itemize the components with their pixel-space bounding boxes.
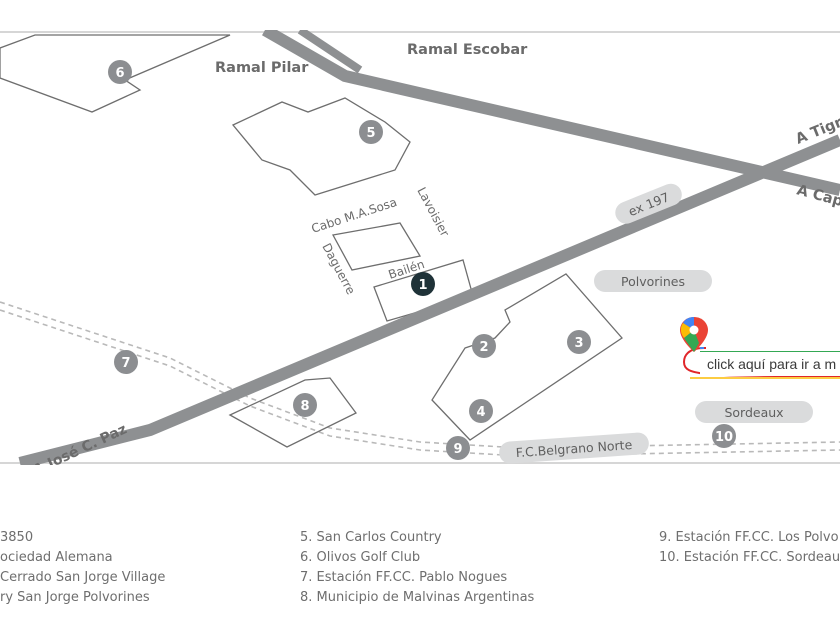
pill-sordeaux: Sordeaux bbox=[695, 401, 813, 423]
marker-10-label: 10 bbox=[715, 430, 733, 445]
marker-7-label: 7 bbox=[121, 356, 130, 371]
marker-8[interactable]: 8 bbox=[293, 393, 317, 417]
google-maps-link-text: click aquí para ir a m bbox=[707, 356, 836, 372]
map-legend: 3850 ociedad Alemana Cerrado San Jorge V… bbox=[0, 528, 840, 628]
pill-polvorines-label: Polvorines bbox=[621, 274, 685, 289]
marker-1[interactable]: 1 bbox=[411, 272, 435, 296]
marker-10[interactable]: 10 bbox=[712, 424, 736, 448]
parcel-5 bbox=[231, 97, 411, 196]
marker-3-label: 3 bbox=[574, 336, 583, 351]
legend-item: 10. Estación FF.CC. Sordeau bbox=[659, 550, 840, 565]
legend-item: 9. Estación FF.CC. Los Polvo bbox=[659, 530, 839, 545]
legend-item: 3850 bbox=[0, 530, 34, 545]
top-bar bbox=[0, 0, 840, 30]
map-canvas: Ramal Pilar Ramal Escobar A Tigre A Cap … bbox=[0, 30, 840, 465]
google-maps-pin-icon bbox=[680, 317, 708, 352]
roads bbox=[18, 30, 840, 465]
legend-item: 8. Municipio de Malvinas Argentinas bbox=[300, 590, 535, 605]
pill-fc-belgrano: F.C.Belgrano Norte bbox=[499, 432, 649, 464]
parcel-2-3-4 bbox=[431, 273, 623, 441]
marker-6[interactable]: 6 bbox=[108, 60, 132, 84]
marker-9[interactable]: 9 bbox=[446, 436, 470, 460]
parcels bbox=[0, 34, 623, 448]
legend-item: 7. Estación FF.CC. Pablo Nogues bbox=[300, 570, 508, 585]
parcel-6 bbox=[0, 34, 231, 113]
legend-column-1: 3850 ociedad Alemana Cerrado San Jorge V… bbox=[0, 528, 165, 608]
road-ramal-escobar bbox=[262, 30, 840, 196]
label-ramal-pilar: Ramal Pilar bbox=[215, 60, 309, 76]
label-cabo-sosa: Cabo M.A.Sosa bbox=[310, 195, 399, 236]
marker-4-label: 4 bbox=[476, 405, 485, 420]
marker-6-label: 6 bbox=[115, 66, 124, 81]
legend-item: 6. Olivos Golf Club bbox=[300, 550, 421, 565]
legend-item: 5. San Carlos Country bbox=[300, 530, 442, 545]
location-map: Ramal Pilar Ramal Escobar A Tigre A Cap … bbox=[0, 30, 840, 465]
marker-7[interactable]: 7 bbox=[114, 350, 138, 374]
road-ramal-pilar bbox=[297, 30, 363, 74]
marker-2-label: 2 bbox=[479, 340, 488, 355]
legend-column-2: 5. San Carlos Country 6. Olivos Golf Clu… bbox=[300, 528, 534, 608]
marker-5[interactable]: 5 bbox=[359, 120, 383, 144]
label-lavoisier: Lavoisier bbox=[414, 185, 452, 239]
marker-5-label: 5 bbox=[366, 126, 375, 141]
google-maps-link[interactable]: click aquí para ir a m bbox=[680, 317, 840, 379]
legend-column-3: 9. Estación FF.CC. Los Polvo 10. Estació… bbox=[659, 528, 840, 568]
legend-item: Cerrado San Jorge Village bbox=[0, 570, 166, 585]
marker-4[interactable]: 4 bbox=[469, 399, 493, 423]
label-ramal-escobar: Ramal Escobar bbox=[407, 42, 528, 58]
marker-9-label: 9 bbox=[453, 442, 462, 457]
marker-3[interactable]: 3 bbox=[567, 330, 591, 354]
road-ruta-197 bbox=[18, 134, 840, 465]
parcel-cabo-sosa bbox=[331, 222, 422, 271]
parcel-8 bbox=[228, 377, 357, 448]
railway-nogues bbox=[0, 301, 840, 457]
pill-polvorines: Polvorines bbox=[594, 270, 712, 292]
marker-1-label: 1 bbox=[418, 278, 427, 293]
pill-sordeaux-label: Sordeaux bbox=[724, 405, 783, 420]
legend-item: ry San Jorge Polvorines bbox=[0, 590, 150, 605]
marker-8-label: 8 bbox=[300, 399, 309, 414]
marker-2[interactable]: 2 bbox=[472, 334, 496, 358]
legend-item: ociedad Alemana bbox=[0, 550, 113, 565]
label-daguerre: Daguerre bbox=[319, 241, 358, 297]
